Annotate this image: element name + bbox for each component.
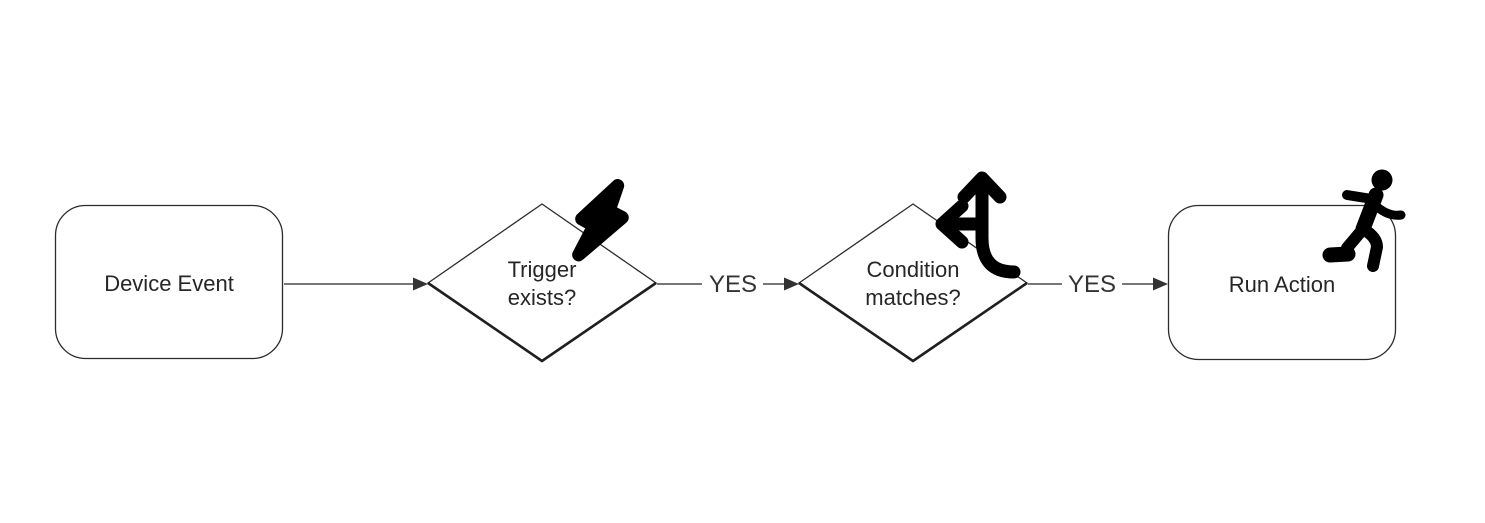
node-trigger-exists: Trigger exists? [426, 179, 658, 363]
trigger-exists-shape-bottom-edge [427, 281, 657, 363]
run-action-label: Run Action [1229, 272, 1335, 297]
condition-matches-label-line2: matches? [865, 285, 960, 310]
arrowhead-icon [784, 277, 799, 291]
node-device-event: Device Event [54, 204, 284, 360]
arrowhead-icon [1153, 277, 1168, 291]
condition-matches-shape-bottom-edge [798, 281, 1028, 363]
runner-icon [1322, 169, 1406, 272]
edge-label-yes: YES [709, 271, 757, 298]
edge-label-yes: YES [1068, 271, 1116, 298]
device-event-label: Device Event [104, 271, 234, 296]
trigger-exists-label-line2: exists? [508, 285, 576, 310]
run-action-shape [1167, 204, 1397, 361]
edge-device-event-to-trigger [284, 277, 428, 291]
edge-trigger-to-condition: YES [657, 271, 799, 298]
lightning-bolt-icon [572, 179, 629, 262]
condition-matches-label-line1: Condition [867, 257, 960, 282]
condition-matches-shape [797, 203, 1029, 362]
branch-arrows-icon [935, 171, 1021, 279]
trigger-exists-shape [426, 203, 658, 362]
trigger-exists-label-line1: Trigger [508, 257, 577, 282]
device-event-shape [54, 204, 284, 360]
edge-condition-to-run-action: YES [1028, 271, 1168, 298]
node-run-action: Run Action [1167, 169, 1406, 361]
arrowhead-icon [413, 277, 428, 291]
node-condition-matches: Condition matches? [797, 171, 1029, 363]
